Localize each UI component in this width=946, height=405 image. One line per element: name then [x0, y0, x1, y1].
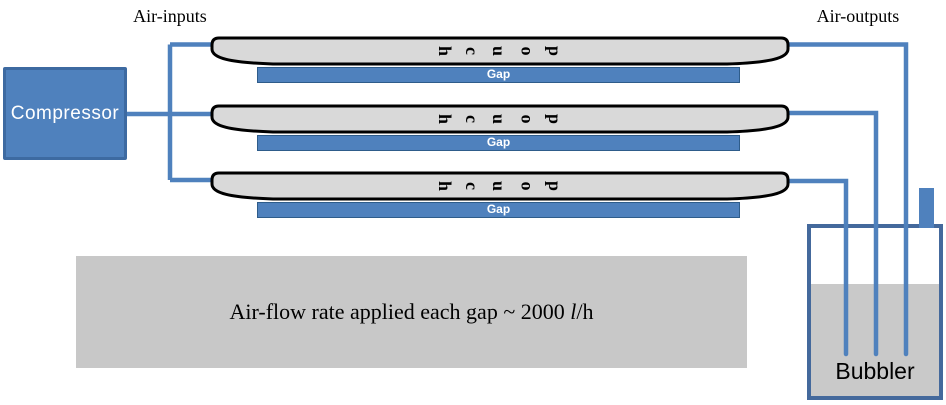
pouch-letter: u: [489, 45, 510, 57]
pouch-shape: [210, 171, 790, 201]
pouch-1: h c u o p Gap: [210, 36, 790, 86]
pipe-output-pouch-2: [785, 110, 879, 357]
gap-bar: Gap: [257, 135, 740, 151]
pouch-letter: u: [489, 113, 510, 125]
pouch-letter: c: [462, 47, 483, 55]
pouch-letter: c: [462, 115, 483, 123]
pouch-letter: h: [435, 180, 456, 192]
pouch-letter: c: [462, 182, 483, 190]
compressor-box: Compressor: [3, 67, 127, 160]
pouch-shape: [210, 36, 790, 66]
pouch-shape: [210, 104, 790, 134]
pouch-letter: h: [435, 45, 456, 57]
pouch-letter: o: [517, 114, 537, 124]
compressor-label: Compressor: [10, 102, 120, 124]
pouch-letter: h: [435, 113, 456, 125]
pouch-3: h c u o p Gap: [210, 171, 790, 221]
gap-bar: Gap: [257, 67, 740, 83]
vent-stub: [919, 188, 934, 228]
pouch-2: h c u o p Gap: [210, 104, 790, 154]
pouch-label-rotated: h c u o p: [210, 175, 790, 197]
pouch-label-rotated: h c u o p: [210, 40, 790, 62]
pouch-letter: p: [544, 45, 565, 57]
pouch-letter: o: [517, 181, 537, 191]
pipe-output-pouch-3: [785, 178, 849, 357]
bubbler-label: Bubbler: [835, 358, 915, 384]
pouch-letter: p: [544, 113, 565, 125]
air-outputs-label: Air-outputs: [816, 6, 900, 26]
gap-bar: Gap: [257, 202, 740, 218]
pouch-letter: o: [517, 46, 537, 56]
note-unit-italic: l: [570, 299, 577, 324]
note-unit-suffix: /h: [576, 299, 594, 324]
note-box: Air-flow rate applied each gap ~ 2000 l/…: [76, 256, 747, 368]
air-inputs-label: Air-inputs: [133, 6, 207, 26]
note-text: Air-flow rate applied each gap ~ 2000 l/…: [230, 299, 594, 325]
pouch-label-rotated: h c u o p: [210, 108, 790, 130]
note-text-prefix: Air-flow rate applied each gap ~ 2000: [229, 299, 571, 324]
pipe-output-pouch-1: [785, 42, 909, 357]
pouch-letter: p: [544, 180, 565, 192]
pouch-letter: u: [489, 180, 510, 192]
